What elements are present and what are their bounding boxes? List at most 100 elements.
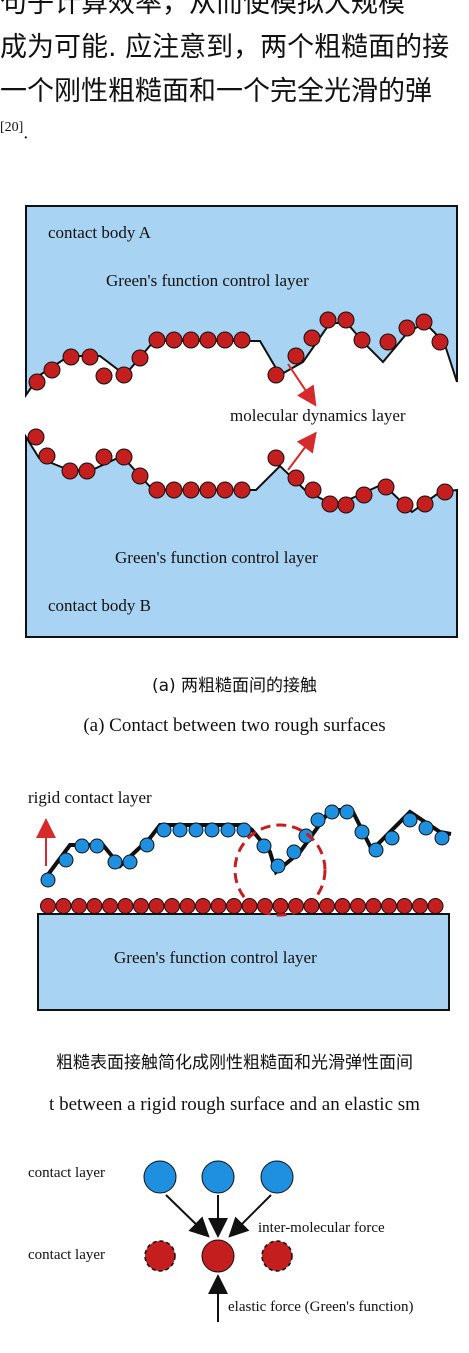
atom	[337, 311, 355, 329]
atom	[256, 838, 272, 854]
atom	[27, 428, 45, 446]
atom	[78, 462, 96, 480]
atom	[165, 331, 183, 349]
atom	[287, 347, 305, 365]
atom	[115, 366, 133, 384]
atom	[43, 361, 61, 379]
atom	[303, 329, 321, 347]
atom	[434, 830, 450, 846]
elastic-layer-atoms	[40, 898, 444, 914]
atom	[431, 333, 449, 351]
top-surface-atoms	[28, 311, 449, 391]
label-contact-body-a: contact body A	[48, 223, 152, 242]
atom	[354, 824, 370, 840]
atom	[339, 804, 355, 820]
atom	[267, 366, 285, 384]
atom	[58, 852, 74, 868]
contact-atom-red-left	[144, 1240, 176, 1272]
atom	[304, 481, 322, 499]
label-md-layer: molecular dynamics layer	[230, 406, 406, 425]
atom	[267, 449, 285, 467]
atom	[139, 837, 155, 853]
figure-b-caption-cn: 粗糙表面接触简化成刚性粗糙面和光滑弹性面间	[56, 1053, 413, 1073]
atom	[233, 331, 251, 349]
label-rigid-contact-layer: rigid contact layer	[28, 788, 152, 807]
atom	[199, 331, 217, 349]
atom	[220, 822, 236, 838]
atom	[270, 858, 286, 874]
atom	[402, 812, 418, 828]
atom	[122, 854, 138, 870]
atom	[95, 448, 113, 466]
atom	[298, 828, 314, 844]
citation-ref: [20].	[0, 120, 29, 144]
atom	[148, 481, 166, 499]
atom	[131, 349, 149, 367]
atom	[199, 481, 217, 499]
contact-atom-blue-3	[260, 1160, 294, 1194]
atom	[398, 319, 416, 337]
label-gf-layer-bottom: Green's function control layer	[115, 548, 318, 567]
atom	[74, 838, 90, 854]
atom	[384, 830, 400, 846]
body-text-line-2: 成为可能. 应注意到，两个粗糙面的接	[0, 32, 450, 63]
atom	[172, 822, 188, 838]
atom	[287, 469, 305, 487]
atom	[131, 467, 149, 485]
md-arrow-down	[287, 431, 317, 471]
atom	[355, 486, 373, 504]
atom	[182, 481, 200, 499]
contact-zone-highlight	[233, 823, 327, 917]
atom	[28, 373, 46, 391]
label-contact-body-b: contact body B	[48, 596, 151, 615]
label-contact-layer-top: contact layer	[28, 1165, 105, 1181]
atom	[38, 447, 56, 465]
atom	[216, 331, 234, 349]
bottom-surface-atoms	[27, 428, 454, 514]
contact-atom-blue-1	[143, 1160, 177, 1194]
inter-force-arrow-left	[165, 1194, 210, 1238]
atom	[353, 331, 371, 349]
atom	[188, 822, 204, 838]
atom	[182, 331, 200, 349]
atom	[61, 462, 79, 480]
atom	[377, 478, 395, 496]
label-contact-layer-bottom: contact layer	[28, 1247, 105, 1263]
atom	[319, 311, 337, 329]
atom	[165, 481, 183, 499]
atom	[379, 333, 397, 351]
atom	[436, 483, 454, 501]
atom	[427, 898, 444, 914]
atom	[324, 804, 340, 820]
figure-b-caption-en: t between a rigid rough surface and an e…	[49, 1094, 420, 1115]
atom	[310, 812, 326, 828]
atom	[148, 331, 166, 349]
figure-a-caption-cn: (a) 两粗糙面间的接触	[151, 676, 318, 696]
atom	[286, 844, 302, 860]
contact-atom-red-right	[261, 1240, 293, 1272]
rigid-layer-atoms	[40, 804, 450, 888]
atom	[40, 872, 56, 888]
atom	[416, 495, 434, 513]
elastic-body-region	[37, 913, 450, 1011]
atom	[418, 820, 434, 836]
atom	[233, 481, 251, 499]
atom	[107, 854, 123, 870]
contact-atom-blue-2	[201, 1160, 235, 1194]
atom	[204, 822, 220, 838]
atom	[115, 448, 133, 466]
atom	[89, 838, 105, 854]
atom	[236, 822, 252, 838]
atom	[156, 822, 172, 838]
atom	[415, 313, 433, 331]
atom	[337, 496, 355, 514]
body-text-line-3: 一个刚性粗糙面和一个完全光滑的弹	[0, 76, 432, 107]
inter-force-arrow-right	[228, 1194, 272, 1238]
md-arrow-up	[287, 363, 317, 407]
atom	[62, 348, 80, 366]
atom	[81, 348, 99, 366]
label-inter-molecular-force: inter-molecular force	[258, 1220, 385, 1236]
